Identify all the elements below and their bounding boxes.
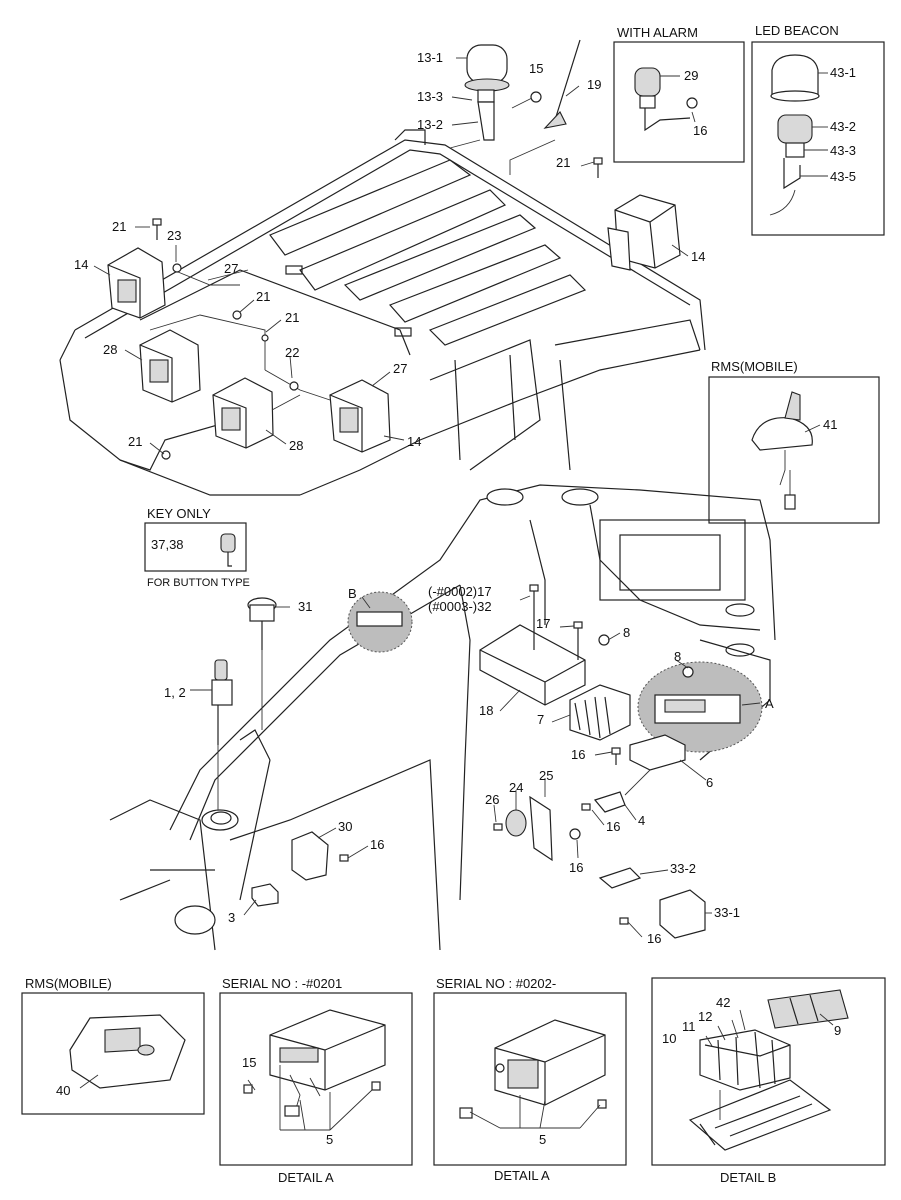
cab-roof-drawing	[59, 39, 706, 496]
ignition-switch-icon	[211, 659, 233, 745]
callout-label: 18	[479, 703, 494, 718]
antenna-icon	[543, 39, 581, 129]
cab-interior-drawing	[109, 484, 776, 951]
callout-label: 25	[539, 768, 554, 783]
callout-label: 16	[569, 860, 584, 875]
rms-mobile-antenna-inset	[708, 376, 880, 524]
callout-label: (#0003-)32	[428, 599, 492, 614]
callout-label: 16	[571, 747, 586, 762]
callout-label: 16	[693, 123, 708, 138]
callout-label: 8	[674, 649, 682, 664]
callout-label: 16	[606, 819, 621, 834]
callout-label: 26	[485, 792, 500, 807]
detail-a-serial-1-inset	[219, 992, 413, 1166]
callout-label: 23	[167, 228, 182, 243]
detail-a-serial-2-inset	[433, 992, 627, 1166]
callout-label: 10	[662, 1031, 677, 1046]
callout-label: 40	[56, 1083, 71, 1098]
callout-label: 16	[647, 931, 662, 946]
callout-label: 43-1	[830, 65, 857, 80]
led-beacon-inset	[751, 41, 885, 236]
callout-label: 8	[623, 625, 631, 640]
callout-label: 14	[74, 257, 89, 272]
callout-label: 43-5	[830, 169, 857, 184]
callout-label: 27	[393, 361, 408, 376]
key-only-title: KEY ONLY	[147, 506, 211, 521]
callout-label: 1, 2	[164, 685, 186, 700]
callout-label: 9	[834, 1023, 842, 1038]
key-icon	[220, 533, 236, 567]
callout-label: 13-1	[417, 50, 444, 65]
callout-label: 6	[706, 775, 714, 790]
callout-label: 29	[684, 68, 699, 83]
callout-label: 21	[128, 434, 143, 449]
work-lamp-icon	[607, 194, 681, 271]
callout-label: 21	[285, 310, 300, 325]
callout-label: (-#0002)17	[428, 584, 492, 599]
callout-label: 37,38	[151, 537, 184, 552]
with-alarm-inset	[613, 41, 745, 163]
serial-range-2-title: SERIAL NO : #0202-	[436, 976, 557, 991]
callout-label: 31	[298, 599, 313, 614]
callout-label: 12	[698, 1009, 713, 1024]
rms-mobile-top-title: RMS(MOBILE)	[711, 359, 798, 374]
callout-label: 21	[556, 155, 571, 170]
callout-label: 42	[716, 995, 731, 1010]
serial-range-1-title: SERIAL NO : -#0201	[222, 976, 343, 991]
work-lamp-icon	[329, 379, 391, 453]
rms-mobile-bottom-title: RMS(MOBILE)	[25, 976, 112, 991]
callout-label: 19	[587, 77, 602, 92]
callout-label: 33-1	[714, 905, 741, 920]
callout-label: 5	[539, 1132, 547, 1147]
work-lamp-icon	[139, 329, 201, 403]
callout-label: 5	[326, 1132, 334, 1147]
callout-label: 27	[224, 261, 239, 276]
callout-label: 24	[509, 780, 524, 795]
callout-label: 28	[103, 342, 118, 357]
rms-mobile-controller-inset	[21, 992, 205, 1115]
callout-label: 41	[823, 417, 838, 432]
callout-label: 16	[370, 837, 385, 852]
detail-b-switch-panel-inset	[651, 977, 886, 1166]
callout-label: 13-2	[417, 117, 444, 132]
with-alarm-title: WITH ALARM	[617, 25, 698, 40]
detail-b-caption: DETAIL B	[720, 1170, 777, 1185]
screw-icon	[152, 157, 603, 240]
detail-a-caption: DETAIL A	[494, 1168, 550, 1183]
callout-label: 15	[242, 1055, 257, 1070]
detail-a-caption: DETAIL A	[278, 1170, 334, 1185]
callout-label: 3	[228, 910, 236, 925]
callout-label: 43-2	[830, 119, 857, 134]
callout-label: 22	[285, 345, 300, 360]
callout-label: 14	[691, 249, 706, 264]
rotating-beacon-icon	[464, 44, 510, 141]
callout-label: 30	[338, 819, 353, 834]
callout-label: 17	[536, 616, 551, 631]
callout-label: 14	[407, 434, 422, 449]
callout-label: 21	[256, 289, 271, 304]
callout-label: 13-3	[417, 89, 444, 104]
detail-b-marker: B	[348, 586, 357, 601]
callout-label: 33-2	[670, 861, 697, 876]
callout-label: 21	[112, 219, 127, 234]
key-only-inset	[144, 522, 247, 572]
callout-label: 43-3	[830, 143, 857, 158]
detail-a-marker: A	[765, 696, 774, 711]
led-beacon-title: LED BEACON	[755, 23, 839, 38]
callout-label: 15	[529, 61, 544, 76]
work-lamp-icon	[212, 377, 274, 449]
callout-label: 11	[682, 1019, 696, 1034]
for-button-type-title: FOR BUTTON TYPE	[147, 577, 250, 589]
callout-label: 28	[289, 438, 304, 453]
callout-label: 4	[638, 813, 646, 828]
callout-label: 7	[537, 712, 545, 727]
work-lamp-icon	[107, 247, 166, 319]
